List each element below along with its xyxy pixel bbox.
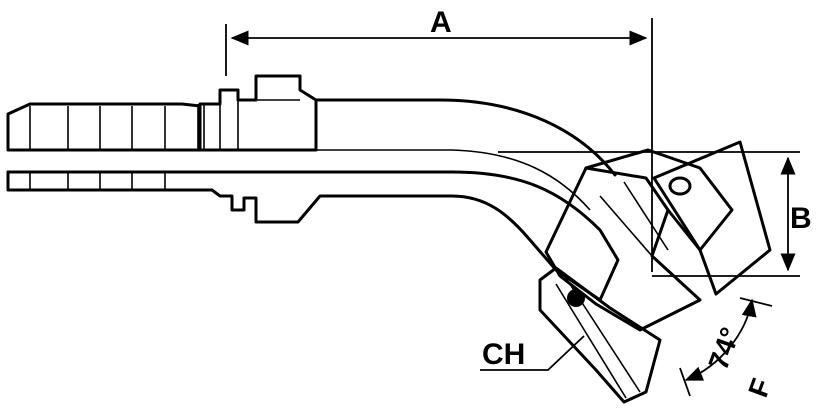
- label-f: F: [742, 375, 777, 402]
- label-a: A: [430, 6, 452, 39]
- swivel-nut: [652, 140, 772, 296]
- swivel-nut-section: [538, 266, 662, 404]
- collar: [198, 74, 318, 152]
- section-view: [6, 170, 620, 302]
- dimension-angle: 74° F: [679, 297, 777, 402]
- bent-tube: [314, 98, 617, 211]
- hose-tail: [6, 102, 205, 152]
- label-b: B: [790, 202, 812, 235]
- dimension-b: B: [498, 151, 812, 277]
- dimension-ch: CH: [480, 335, 585, 371]
- label-ch: CH: [482, 338, 525, 371]
- o-ring-icon: [567, 289, 585, 307]
- label-angle: 74°: [702, 323, 746, 373]
- nut-hole-icon: [668, 176, 692, 196]
- dimension-a: A: [225, 6, 653, 272]
